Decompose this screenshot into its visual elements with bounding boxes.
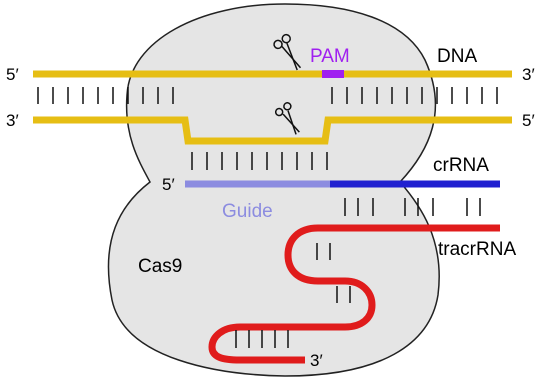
tracrrna-label: tracrRNA — [438, 239, 516, 260]
crrna-left-end-label: 5′ — [162, 175, 175, 194]
dna-bottom-left-end-label: 3′ — [6, 111, 19, 130]
guide-label: Guide — [222, 201, 273, 222]
scissors-icon — [273, 33, 302, 71]
dna-top-left-end-label: 5′ — [6, 65, 19, 84]
crrna-label: crRNA — [433, 155, 489, 176]
pam-label: PAM — [310, 46, 350, 67]
dna-bottom-strand — [33, 116, 512, 145]
cas9-protein — [107, 3, 440, 377]
dna-bottom-right-end-label: 5′ — [522, 111, 535, 130]
crrna-tracrrna-base-pairs — [344, 198, 481, 216]
dna-base-pairs-right — [331, 87, 498, 104]
tracrrna-end-label: 3′ — [310, 351, 323, 370]
tracrrna-internal-base-pairs — [235, 243, 351, 348]
tracrrna-strand — [208, 224, 500, 364]
scissors-icon — [274, 102, 300, 135]
dna-label: DNA — [437, 46, 477, 67]
guide-dna-base-pairs — [191, 152, 328, 170]
dna-top-right-end-label: 3′ — [522, 65, 535, 84]
cas9-label: Cas9 — [138, 256, 182, 277]
dna-duplex — [33, 70, 512, 145]
pam-segment — [322, 70, 344, 78]
dna-base-pairs-left — [37, 87, 174, 104]
